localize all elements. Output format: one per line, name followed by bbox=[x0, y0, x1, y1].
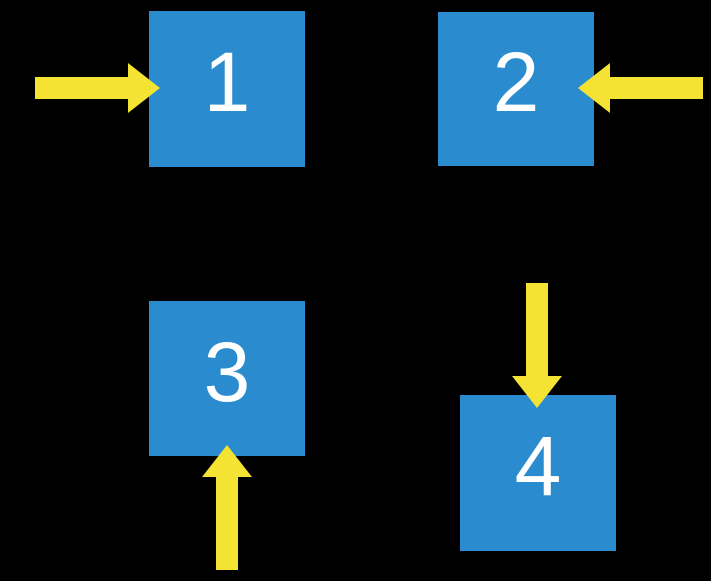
arrow-right-icon bbox=[35, 63, 160, 113]
square-3-label: 3 bbox=[203, 324, 251, 419]
square-2: 2 bbox=[438, 12, 594, 166]
arrow-down-icon bbox=[512, 283, 562, 408]
arrow-up-icon bbox=[202, 445, 252, 570]
square-3: 3 bbox=[149, 301, 305, 456]
square-4: 4 bbox=[460, 395, 616, 551]
square-2-label: 2 bbox=[492, 35, 540, 129]
square-1-label: 1 bbox=[203, 35, 251, 129]
square-1: 1 bbox=[149, 11, 305, 167]
arrow-left-icon bbox=[578, 63, 703, 113]
square-4-label: 4 bbox=[514, 419, 562, 513]
